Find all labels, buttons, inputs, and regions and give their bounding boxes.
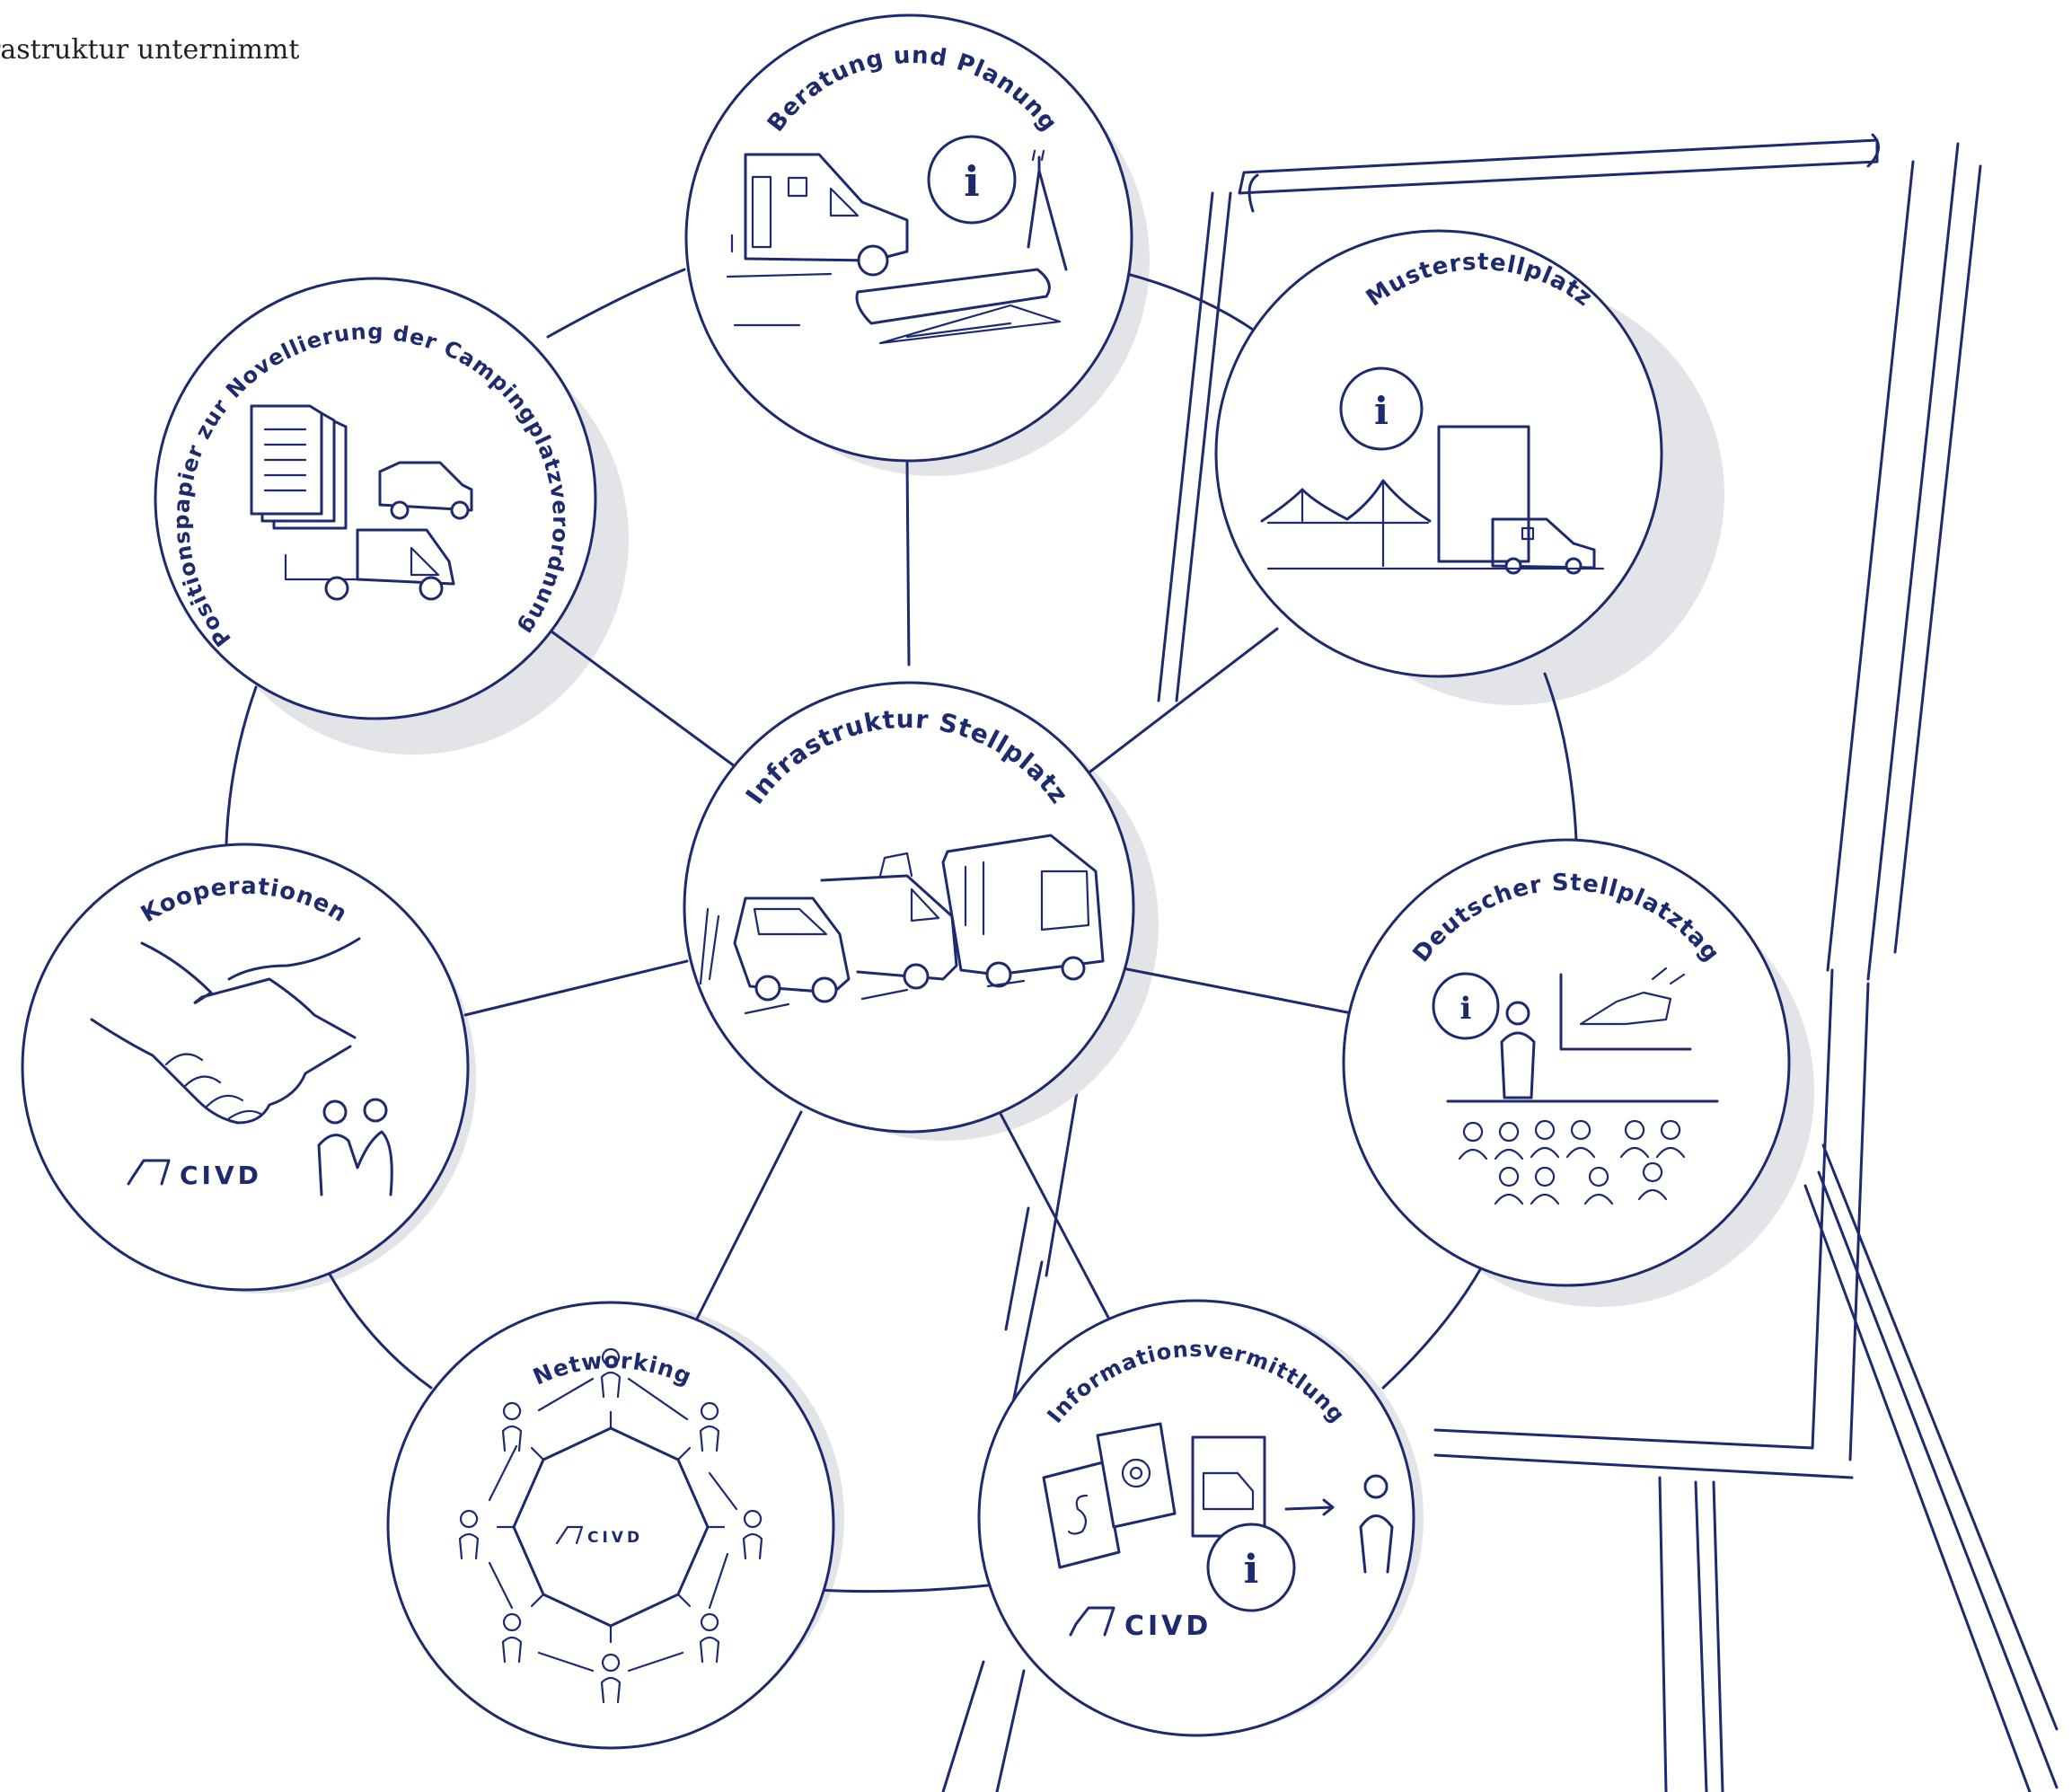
svg-text:CIVD: CIVD (1124, 1611, 1212, 1642)
flipchart-board (941, 133, 2059, 1792)
bus-icon (941, 834, 1105, 988)
node-networking-circle (386, 1301, 835, 1750)
handshake-icon (90, 937, 361, 1125)
people-icon (1458, 1119, 1686, 1205)
node-positionspapier-circle (154, 277, 597, 720)
info-icon (1339, 366, 1424, 451)
node-beratung-circle (684, 13, 1133, 463)
motorhome-icon (726, 153, 909, 327)
blueprint-roll-icon (855, 268, 1062, 345)
document-icon (1042, 1422, 1266, 1569)
building-icon (1437, 425, 1530, 563)
connectors (225, 268, 1578, 1593)
node-kooperationen: Kooperationen CIVD (21, 843, 470, 1292)
center-circle (683, 681, 1135, 1134)
speaker-icon (1500, 1001, 1536, 1099)
node-kooperationen-circle (21, 843, 470, 1292)
people-icon (458, 1347, 763, 1704)
node-positionspapier: Positionspapier zur Novellierung der Cam… (154, 277, 597, 720)
compass-icon (1027, 149, 1068, 271)
presentation-board-icon (1559, 967, 1692, 1051)
svg-text:CIVD: CIVD (587, 1529, 643, 1547)
civd-logo: CIVD (1069, 1606, 1212, 1642)
intro-text: rastruktur unternimmt (0, 34, 300, 66)
people-icon (317, 1098, 393, 1196)
node-stellplatztag-circle (1342, 838, 1791, 1287)
civd-logo: CIVD (555, 1525, 643, 1547)
node-informationsvermittlung: Informationsvermittlung i CIVD (977, 1299, 1415, 1737)
info-icon (927, 135, 1017, 225)
gear-icon (1121, 1458, 1151, 1488)
civd-logo: CIVD (127, 1159, 262, 1190)
node-networking: Networking CIVD (386, 1301, 835, 1750)
info-icon-glyph: i (1460, 991, 1472, 1027)
node-beratung: Beratung und Planung i (684, 13, 1133, 463)
motorhome-icon (378, 461, 473, 520)
node-musterstellplatz: Musterstellplatz i (1214, 229, 1663, 678)
info-icon-glyph: i (1244, 1547, 1259, 1593)
node-stellplatztag: Deutscher Stellplatztag i (1342, 838, 1791, 1287)
info-icon (1206, 1523, 1296, 1612)
motorhome-icon (284, 528, 455, 601)
motorhome-icon (820, 852, 958, 990)
van-icon (733, 896, 851, 1003)
vehicles-illustration (699, 834, 1105, 1015)
info-icon-glyph: i (1374, 389, 1389, 433)
center-node: Infrastruktur Stellplatz (683, 681, 1135, 1134)
info-icon-glyph: i (964, 157, 979, 206)
document-icon (250, 404, 348, 530)
tent-icon (1260, 479, 1432, 568)
svg-text:CIVD: CIVD (180, 1161, 262, 1190)
info-icon (1432, 972, 1500, 1040)
person-icon (1359, 1474, 1394, 1574)
arrow-icon (1284, 1498, 1335, 1516)
